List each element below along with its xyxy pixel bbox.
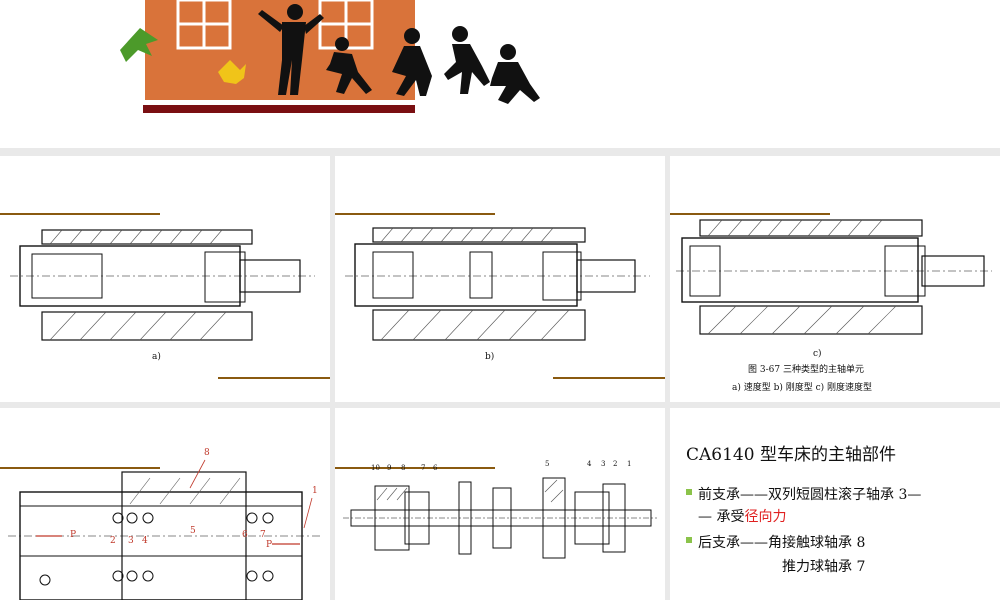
slide-title: CA6140 型车床的主轴部件: [686, 445, 896, 465]
part-label-1: 1: [627, 460, 632, 468]
slide-rigidity-type-spindle[interactable]: b): [335, 156, 665, 402]
part-label-9: 9: [387, 464, 392, 472]
slide-ca6140-spindle-text[interactable]: CA6140 型车床的主轴部件 前支承——双列短圆柱滚子轴承 3— — 承受径向…: [670, 408, 1000, 600]
part-label-4: 4: [587, 460, 592, 468]
callout-p-left: P: [70, 530, 77, 540]
figure-title: 图 3-67 三种类型的主轴单元: [748, 365, 864, 375]
child-figure-2: [392, 28, 432, 96]
bullet-front-support-line2-prefix: — 承受: [698, 509, 745, 525]
bullet-front-support: 前支承——双列短圆柱滚子轴承 3—: [686, 484, 921, 504]
callout-7: 7: [260, 530, 266, 540]
part-label-10: 10: [371, 464, 380, 472]
headstock-assembly-drawing: [335, 467, 657, 559]
figure-caption-c: c): [813, 349, 822, 359]
child-figure-1: [326, 37, 372, 94]
green-leaf-icon: [120, 28, 158, 62]
callout-4: 4: [142, 536, 148, 546]
bullet-rear-support-line2: 推力球轴承 7: [782, 559, 866, 575]
spindle-drawing-b: [335, 213, 665, 379]
bullet-rear-support-line1: 后支承——角接触球轴承 8: [698, 535, 866, 551]
school-illustration: [120, 0, 540, 113]
callout-6: 6: [242, 530, 248, 540]
bullet-front-support-continuation: — 承受径向力: [698, 506, 786, 526]
spindle-drawing-a: [0, 213, 330, 379]
slide-speed-rigidity-type-spindle[interactable]: c) 图 3-67 三种类型的主轴单元 a) 速度型 b) 刚度型 c) 刚度速…: [670, 156, 1000, 402]
part-label-3: 3: [601, 460, 606, 468]
figure-caption-b: b): [485, 352, 495, 362]
bullet-square-icon: [686, 537, 692, 543]
emphasis-radial-force: 径向力: [744, 509, 787, 525]
slide-ca6140-spindle-section[interactable]: 8 1 P 2 3 4 5 6 7 P: [0, 408, 330, 600]
bullet-square-icon: [686, 489, 692, 495]
house-window-left: [176, 0, 232, 50]
child-figure-3: [444, 26, 490, 94]
part-label-7: 7: [421, 464, 426, 472]
figure-caption-a: a): [152, 352, 161, 362]
callout-p-right: P: [266, 540, 273, 550]
teacher-figure: [258, 4, 324, 95]
part-label-2: 2: [613, 460, 618, 468]
slide-speed-type-spindle[interactable]: a): [0, 156, 330, 402]
yellow-leaf-icon: [218, 60, 246, 84]
header-illustration-area: [0, 0, 1000, 148]
figure-subtitle: a) 速度型 b) 刚度型 c) 刚度速度型: [732, 383, 873, 393]
slide-ca6140-headstock-drawing[interactable]: 10 9 8 7 6 5 4 3 2 1: [335, 408, 665, 600]
callout-5: 5: [190, 526, 196, 536]
spindle-drawing-c: [670, 213, 992, 335]
callout-1: 1: [312, 486, 318, 496]
part-label-8: 8: [401, 464, 406, 472]
part-label-6: 6: [433, 464, 438, 472]
bullet-rear-support: 后支承——角接触球轴承 8: [686, 532, 865, 552]
bullet-front-support-line1: 前支承——双列短圆柱滚子轴承 3—: [698, 487, 922, 503]
part-label-5: 5: [545, 460, 550, 468]
callout-3: 3: [128, 536, 134, 546]
callout-8: 8: [204, 448, 210, 458]
callout-2: 2: [110, 536, 116, 546]
spindle-section-drawing: [0, 459, 320, 600]
child-figure-4: [490, 44, 540, 104]
house-base-bar: [143, 105, 415, 113]
